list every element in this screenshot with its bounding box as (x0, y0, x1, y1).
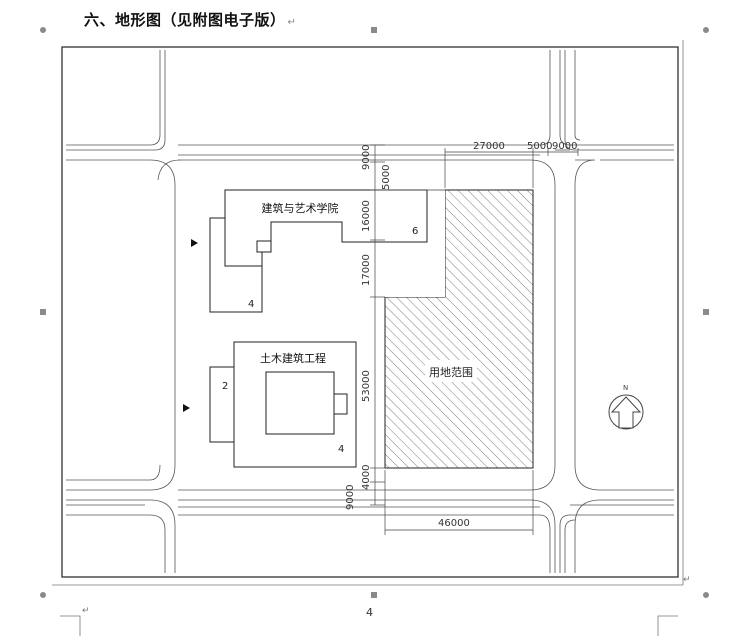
dim-v-4000: 4000 (361, 465, 372, 490)
paragraph-mark-right: ↵ (683, 575, 691, 585)
dimension-lines (370, 144, 579, 535)
dimension-labels: 27000 5000 9000 9000 5000 16000 17000 53… (345, 141, 577, 529)
dim-v-53000: 53000 (361, 370, 372, 402)
dim-v-5000: 5000 (381, 165, 392, 190)
dim-v-9000-lower: 9000 (345, 485, 356, 510)
dim-v-9000-upper: 9000 (361, 145, 372, 170)
north-arrow-icon: N (608, 384, 644, 430)
civil-building-floors-2: 2 (222, 381, 228, 392)
entrance-arrow-lower (183, 404, 190, 412)
heading-text: 六、地形图（见附图电子版） (84, 11, 286, 29)
resize-handle-top-right[interactable] (703, 27, 709, 33)
civil-building-floors-4: 4 (338, 444, 344, 455)
page-corner-marks (52, 40, 684, 636)
arts-building-floors-6: 6 (412, 226, 418, 237)
entrance-arrow-upper (191, 239, 198, 247)
resize-handle-top-center[interactable] (371, 27, 377, 33)
resize-handle-bottom-left[interactable] (40, 592, 46, 598)
dim-v-16000: 16000 (361, 200, 372, 232)
north-label: N (623, 384, 628, 392)
resize-handle-bottom-center[interactable] (371, 592, 377, 598)
road-network (66, 50, 674, 573)
resize-handle-bottom-right[interactable] (703, 592, 709, 598)
building-arts-college: 建筑与艺术学院 6 4 (209, 189, 428, 313)
dim-top-27000: 27000 (473, 141, 505, 152)
resize-handle-middle-left[interactable] (40, 309, 46, 315)
dim-top-5000: 5000 (527, 141, 552, 152)
resize-handle-middle-right[interactable] (703, 309, 709, 315)
site-label: 用地范围 (429, 365, 473, 379)
dim-top-9000: 9000 (552, 141, 577, 152)
section-heading: 六、地形图（见附图电子版）↵ (84, 9, 296, 30)
paragraph-mark: ↵ (287, 17, 297, 28)
resize-handle-top-left[interactable] (40, 27, 46, 33)
arts-building-name: 建筑与艺术学院 (262, 201, 339, 215)
page-number: 4 (366, 606, 373, 619)
drawing-frame (61, 46, 679, 578)
building-civil-engineering: 土木建筑工程 2 4 (209, 341, 357, 468)
paragraph-mark-footer: ↵ (82, 606, 90, 616)
dim-bottom-46000: 46000 (438, 518, 470, 529)
arts-building-floors-4: 4 (248, 299, 254, 310)
dim-v-17000: 17000 (361, 254, 372, 286)
civil-building-name: 土木建筑工程 (260, 351, 326, 365)
